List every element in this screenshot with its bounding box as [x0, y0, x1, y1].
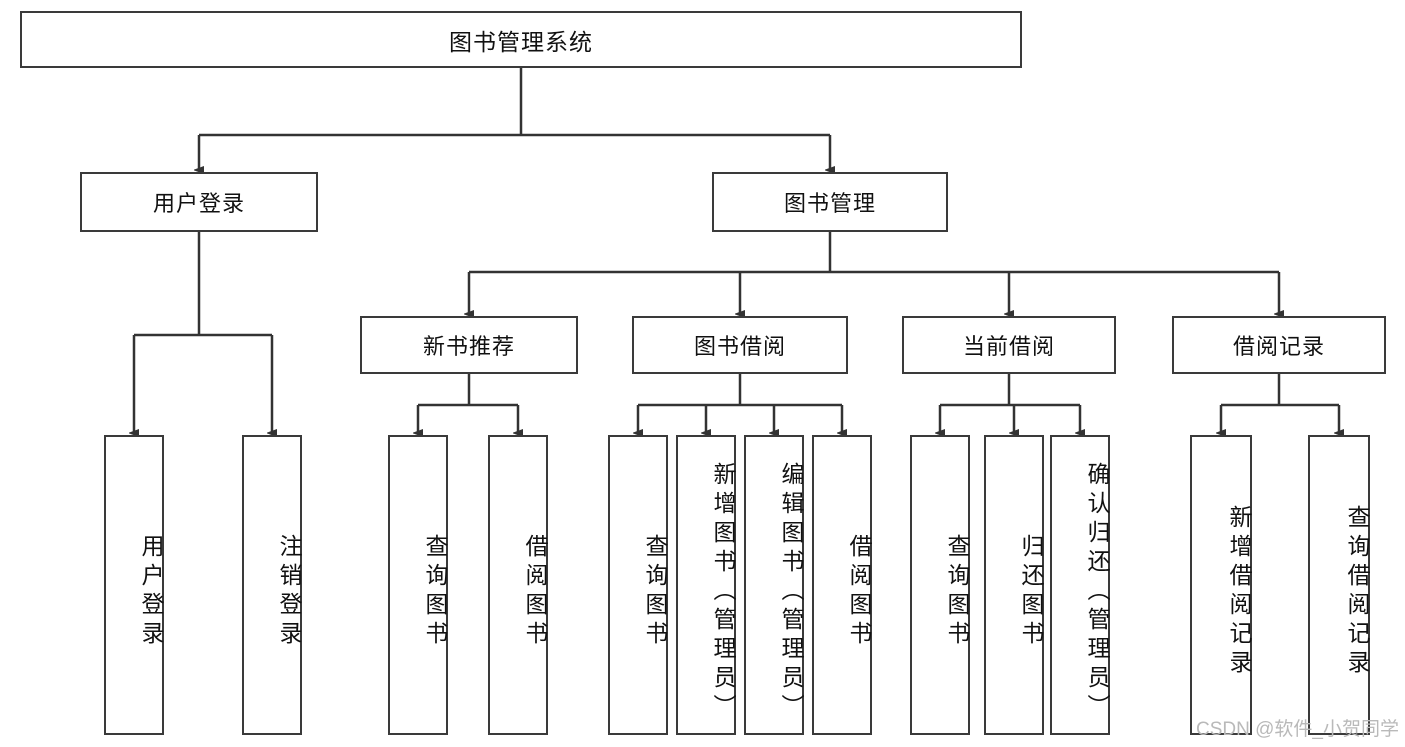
node-leaf-add-record[interactable]: 新增借阅记录: [1190, 435, 1252, 735]
node-label: 借阅图书: [522, 534, 548, 650]
node-label: 新增图书（管理员）: [710, 461, 736, 723]
node-label: 用户登录: [138, 534, 164, 650]
node-label: 新增借阅记录: [1226, 505, 1252, 679]
node-label: 查询图书: [422, 534, 448, 650]
node-label: 图书管理: [783, 191, 876, 216]
node-label: 查询图书: [642, 534, 668, 650]
node-book-manage[interactable]: 图书管理: [712, 172, 948, 232]
node-label: 借阅记录: [1232, 334, 1325, 359]
node-leaf-return-book[interactable]: 归还图书: [984, 435, 1044, 735]
node-leaf-query-book-borrow[interactable]: 查询图书: [608, 435, 668, 735]
node-label: 查询借阅记录: [1344, 505, 1370, 679]
node-leaf-confirm-return[interactable]: 确认归还（管理员）: [1050, 435, 1110, 735]
node-label: 确认归还（管理员）: [1084, 461, 1110, 723]
node-leaf-user-login[interactable]: 用户登录: [104, 435, 164, 735]
node-leaf-borrow-book-rec[interactable]: 借阅图书: [488, 435, 548, 735]
node-leaf-borrow-book[interactable]: 借阅图书: [812, 435, 872, 735]
node-leaf-edit-book[interactable]: 编辑图书（管理员）: [744, 435, 804, 735]
node-label: 用户登录: [152, 191, 245, 216]
node-label: 借阅图书: [846, 534, 872, 650]
node-borrow-record[interactable]: 借阅记录: [1172, 316, 1386, 374]
node-leaf-logout[interactable]: 注销登录: [242, 435, 302, 735]
node-leaf-query-record[interactable]: 查询借阅记录: [1308, 435, 1370, 735]
node-leaf-query-book-cur[interactable]: 查询图书: [910, 435, 970, 735]
node-label: 注销登录: [276, 534, 302, 650]
node-current-borrow[interactable]: 当前借阅: [902, 316, 1116, 374]
node-label: 图书借阅: [693, 334, 786, 359]
node-label: 图书管理系统: [449, 28, 593, 55]
node-label: 编辑图书（管理员）: [778, 461, 804, 723]
node-label: 当前借阅: [962, 334, 1055, 359]
node-book-borrow[interactable]: 图书借阅: [632, 316, 848, 374]
node-user-login[interactable]: 用户登录: [80, 172, 318, 232]
node-leaf-add-book[interactable]: 新增图书（管理员）: [676, 435, 736, 735]
node-label: 新书推荐: [422, 334, 515, 359]
node-leaf-query-book-rec[interactable]: 查询图书: [388, 435, 448, 735]
node-new-book-rec[interactable]: 新书推荐: [360, 316, 578, 374]
node-label: 查询图书: [944, 534, 970, 650]
node-root[interactable]: 图书管理系统: [20, 11, 1022, 68]
node-label: 归还图书: [1018, 534, 1044, 650]
